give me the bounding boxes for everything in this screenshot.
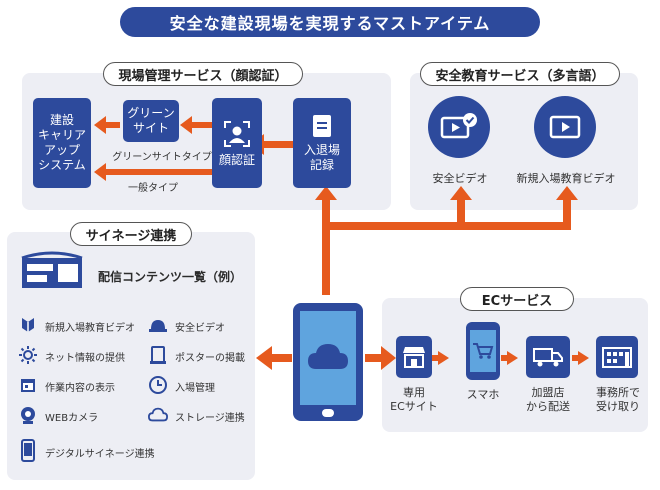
- signage-item-label: 安全ビデオ: [175, 323, 225, 334]
- home-button: [322, 409, 334, 417]
- truck-icon: [526, 336, 570, 378]
- office-building-icon: [596, 336, 638, 378]
- face-auth-label: 顔認証: [218, 152, 255, 167]
- signage-item-label: 新規入場教育ビデオ: [45, 323, 135, 334]
- hardhat-icon: [148, 315, 168, 335]
- clock-icon: [148, 375, 168, 395]
- safety-edu-label: 安全教育サービス（多言語）: [420, 62, 620, 86]
- webcam-icon: [18, 405, 38, 425]
- arrow-entry-face: [262, 141, 294, 148]
- cloud-icon: [148, 405, 168, 425]
- ec-step-label: 加盟店 から配送: [526, 386, 570, 413]
- face-auth-box: 顔認証: [212, 98, 262, 188]
- new-entry-video-label: 新規入場教育ビデオ: [516, 172, 616, 185]
- ec-step-label: 事務所で 受け取り: [596, 386, 640, 413]
- signage-board-icon: [21, 251, 83, 288]
- document-icon: [313, 115, 331, 137]
- safety-video-label: 安全ビデオ: [432, 172, 488, 185]
- signage-item-label: ポスターの掲載: [175, 353, 245, 364]
- ec-label: ECサービス: [460, 287, 574, 311]
- signage-item-label: 入場管理: [175, 383, 215, 394]
- signage-label: サイネージ連携: [70, 222, 192, 246]
- signage-item-label: ネット情報の提供: [45, 353, 125, 364]
- cloud-icon: [308, 344, 348, 369]
- signage-item-label: ストレージ連携: [175, 413, 245, 424]
- trunk-vertical: [322, 198, 330, 295]
- connector-arrows: [94, 116, 589, 370]
- arrow-up-video2: [556, 186, 578, 200]
- entry-exit-box: 入退場 記録: [293, 98, 351, 188]
- smartphone-cart-icon: [466, 322, 500, 380]
- tablet-icon: [18, 438, 38, 464]
- signage-item-label: 作業内容の表示: [45, 383, 115, 394]
- signage-item-label: WEBカメラ: [45, 413, 99, 424]
- shop-icon: [396, 336, 432, 378]
- bus-up-right: [563, 198, 571, 230]
- signage-item-label: デジタルサイネージ連携: [45, 449, 155, 460]
- general-type-label: 一般タイプ: [128, 183, 178, 194]
- poster-icon: [148, 345, 168, 365]
- video-check-icon: [440, 113, 477, 139]
- new-entry-video-circle: [534, 96, 596, 158]
- calendar-icon: [18, 375, 38, 395]
- bus-up-left: [457, 198, 465, 228]
- ec-step-label: スマホ: [466, 388, 500, 401]
- video-play-icon: [549, 115, 581, 139]
- ccus-box: 建設 キャリア アップ システム: [33, 98, 91, 188]
- ec-step-label: 専用 ECサイト: [390, 386, 438, 413]
- bus-horizontal: [322, 222, 567, 230]
- arrow-up-entry: [315, 186, 337, 200]
- green-site-box: グリーン サイト: [123, 100, 179, 142]
- beginner-mark-icon: [18, 315, 38, 335]
- entry-exit-label: 入退場 記録: [303, 143, 340, 172]
- content-list-title: 配信コンテンツ一覧（例）: [98, 270, 243, 284]
- face-scan-icon: [224, 120, 250, 147]
- central-tablet: [293, 303, 363, 421]
- ec-panel: [382, 298, 648, 432]
- safety-video-circle: [428, 96, 490, 158]
- sun-icon: [18, 345, 38, 365]
- signage-panel: [7, 232, 255, 480]
- arrow-up-video1: [450, 186, 472, 200]
- site-mgmt-label: 現場管理サービス（顔認証）: [103, 62, 303, 86]
- main-title: 安全な建設現場を実現するマストアイテム: [120, 7, 540, 37]
- green-site-type-label: グリーンサイトタイプ: [112, 152, 212, 163]
